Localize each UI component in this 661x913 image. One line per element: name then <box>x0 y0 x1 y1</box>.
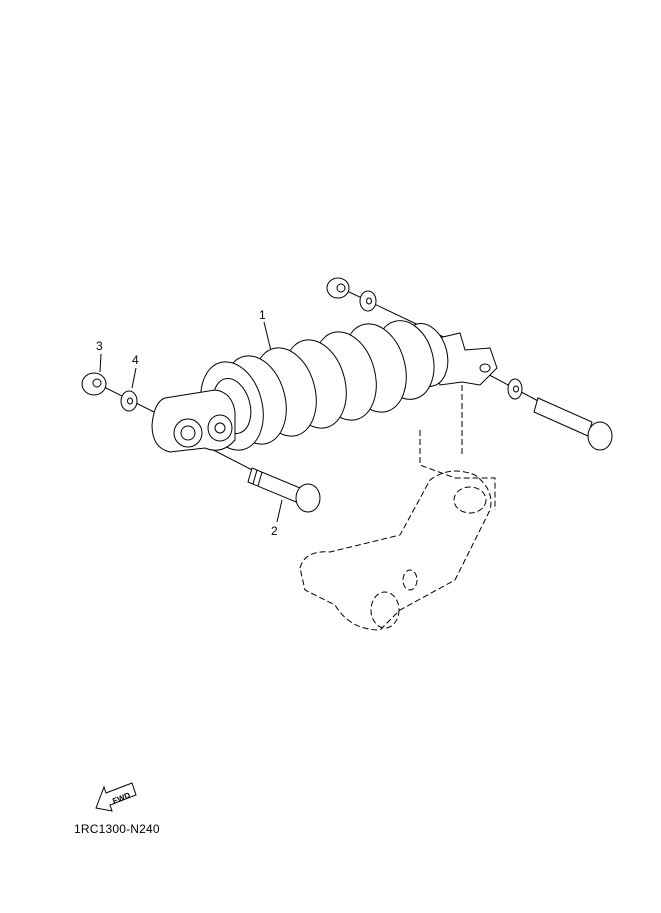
washer-part-4 <box>120 390 138 412</box>
leader-3 <box>99 353 102 373</box>
right-washer <box>507 378 523 400</box>
drawing-code: 1RC1300-N240 <box>74 822 160 836</box>
upper-nut <box>326 277 350 299</box>
callout-4: 4 <box>132 353 139 367</box>
callout-3: 3 <box>96 339 103 353</box>
leader-2 <box>276 499 283 523</box>
upper-washer <box>359 290 377 312</box>
callout-2: 2 <box>271 524 278 538</box>
linkage-arm-reference <box>299 385 496 631</box>
bolt-part-2 <box>247 467 321 513</box>
upper-mount-bracket <box>429 332 498 386</box>
callout-1: 1 <box>259 308 266 322</box>
leader-4 <box>131 367 137 389</box>
lower-eyelet <box>151 389 236 453</box>
bracket-hole <box>479 363 491 373</box>
nut-part-3 <box>81 372 107 396</box>
upper-bolt <box>533 397 613 451</box>
